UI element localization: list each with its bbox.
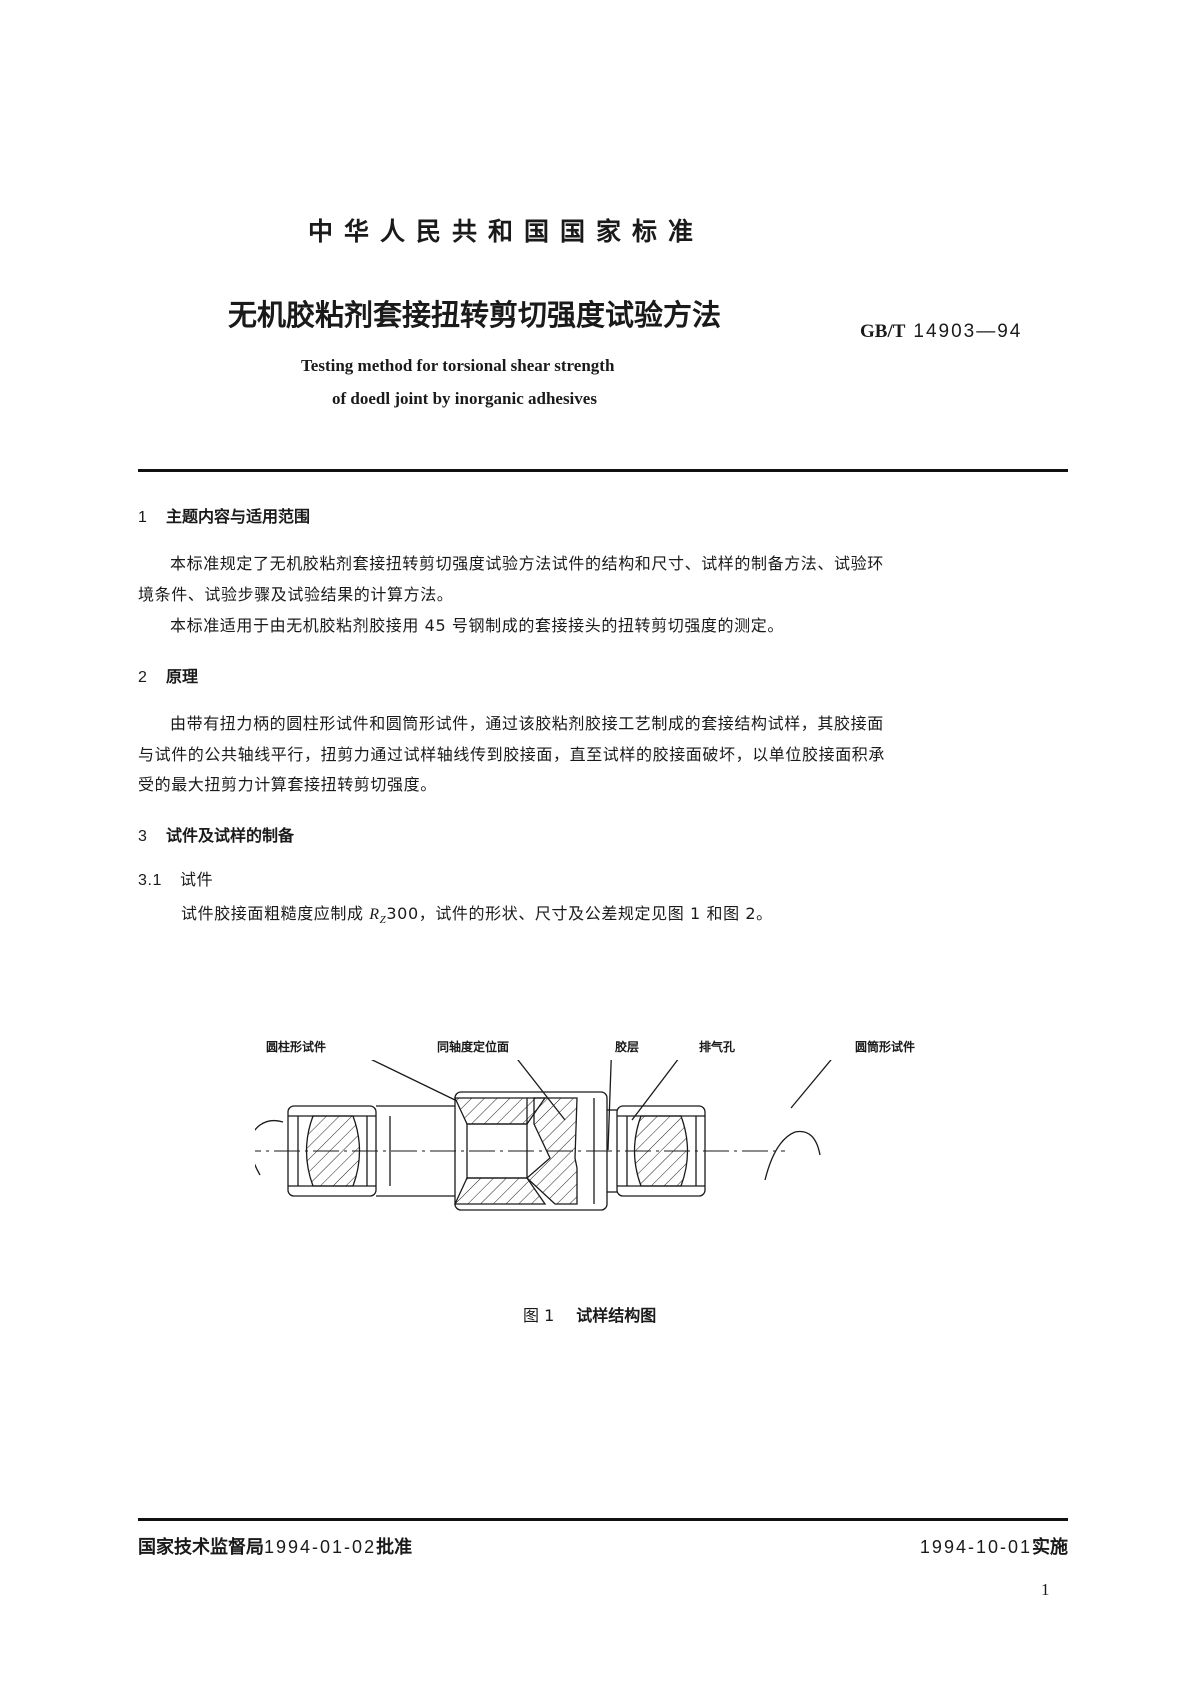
figure-caption: 图 1 试样结构图: [523, 1302, 656, 1326]
standard-name: 中华人民共和国国家标准: [308, 217, 705, 246]
paragraph-line: 本标准规定了无机胶粘剂套接扭转剪切强度试验方法试件的结构和尺寸、试样的制备方法、…: [170, 554, 884, 573]
figure-label-tube: 圆筒形试件: [855, 1040, 916, 1054]
standard-code-prefix: GB/T: [860, 321, 906, 342]
section-title: 主题内容与适用范围: [166, 507, 311, 526]
section-title: 原理: [166, 667, 199, 686]
figure-label-vent-hole: 排气孔: [699, 1040, 736, 1054]
section-3-heading: 3 试件及试样的制备: [138, 822, 294, 846]
effective-date: 1994-10-01: [919, 1537, 1032, 1557]
figure-title: 试样结构图: [576, 1306, 657, 1325]
footer-divider: [138, 1518, 1068, 1521]
paragraph-line: 与试件的公共轴线平行，扭剪力通过试样轴线传到胶接面，直至试样的胶接面破坏，以单位…: [138, 745, 886, 764]
figure-label-coaxial: 同轴度定位面: [437, 1040, 510, 1054]
subsection-title: 试件: [180, 870, 214, 889]
effective-info: 1994-10-01实施: [920, 1533, 1068, 1559]
paragraph-line: 境条件、试验步骤及试验结果的计算方法。: [138, 585, 454, 604]
roughness-subscript: Z: [379, 914, 387, 927]
figure-label-adhesive-layer: 胶层: [615, 1040, 640, 1054]
effective-suffix: 实施: [1032, 1537, 1068, 1558]
approval-org: 国家技术监督局: [138, 1537, 264, 1558]
section-number: 1: [138, 509, 147, 526]
header-divider: [138, 469, 1068, 472]
paragraph-line: 由带有扭力柄的圆柱形试件和圆筒形试件，通过该胶粘剂胶接工艺制成的套接结构试样，其…: [170, 714, 884, 733]
subsection-number: 3.1: [138, 872, 163, 889]
paragraph-line: 受的最大扭剪力计算套接扭转剪切强度。: [138, 775, 437, 794]
section-number: 2: [138, 669, 147, 686]
approval-date: 1994-01-02: [264, 1537, 377, 1557]
approval-suffix: 批准: [376, 1537, 413, 1558]
section-1-heading: 1 主题内容与适用范围: [138, 503, 310, 527]
document-title-cn: 无机胶粘剂套接扭转剪切强度试验方法: [228, 298, 722, 332]
section-title: 试件及试样的制备: [166, 826, 295, 845]
section-number: 3: [138, 828, 147, 845]
paragraph-line: 本标准适用于由无机胶粘剂胶接用 45 号钢制成的套接接头的扭转剪切强度的测定。: [170, 616, 784, 635]
page-number: 1: [1041, 1580, 1050, 1599]
specimen-structure-diagram: [255, 1060, 832, 1211]
document-title-en-line1: Testing method for torsional shear stren…: [301, 356, 615, 375]
section-2-heading: 2 原理: [138, 663, 198, 687]
document-title-en-line2: of doedl joint by inorganic adhesives: [332, 389, 597, 408]
subsection-3-1-heading: 3.1 试件: [138, 866, 213, 890]
figure-label-cylinder: 圆柱形试件: [266, 1040, 327, 1054]
text-segment: 300，试件的形状、尺寸及公差规定见图 1 和图 2。: [386, 904, 773, 923]
standard-code-number: 14903—94: [913, 321, 1023, 342]
roughness-symbol: R: [369, 906, 380, 923]
paragraph-line: 试件胶接面粗糙度应制成 RZ300，试件的形状、尺寸及公差规定见图 1 和图 2…: [181, 900, 773, 926]
standard-code: GB/T 14903—94: [860, 320, 1022, 343]
figure-number: 图 1: [523, 1306, 555, 1325]
approval-info: 国家技术监督局1994-01-02批准: [138, 1533, 412, 1559]
text-segment: 试件胶接面粗糙度应制成: [181, 904, 370, 923]
